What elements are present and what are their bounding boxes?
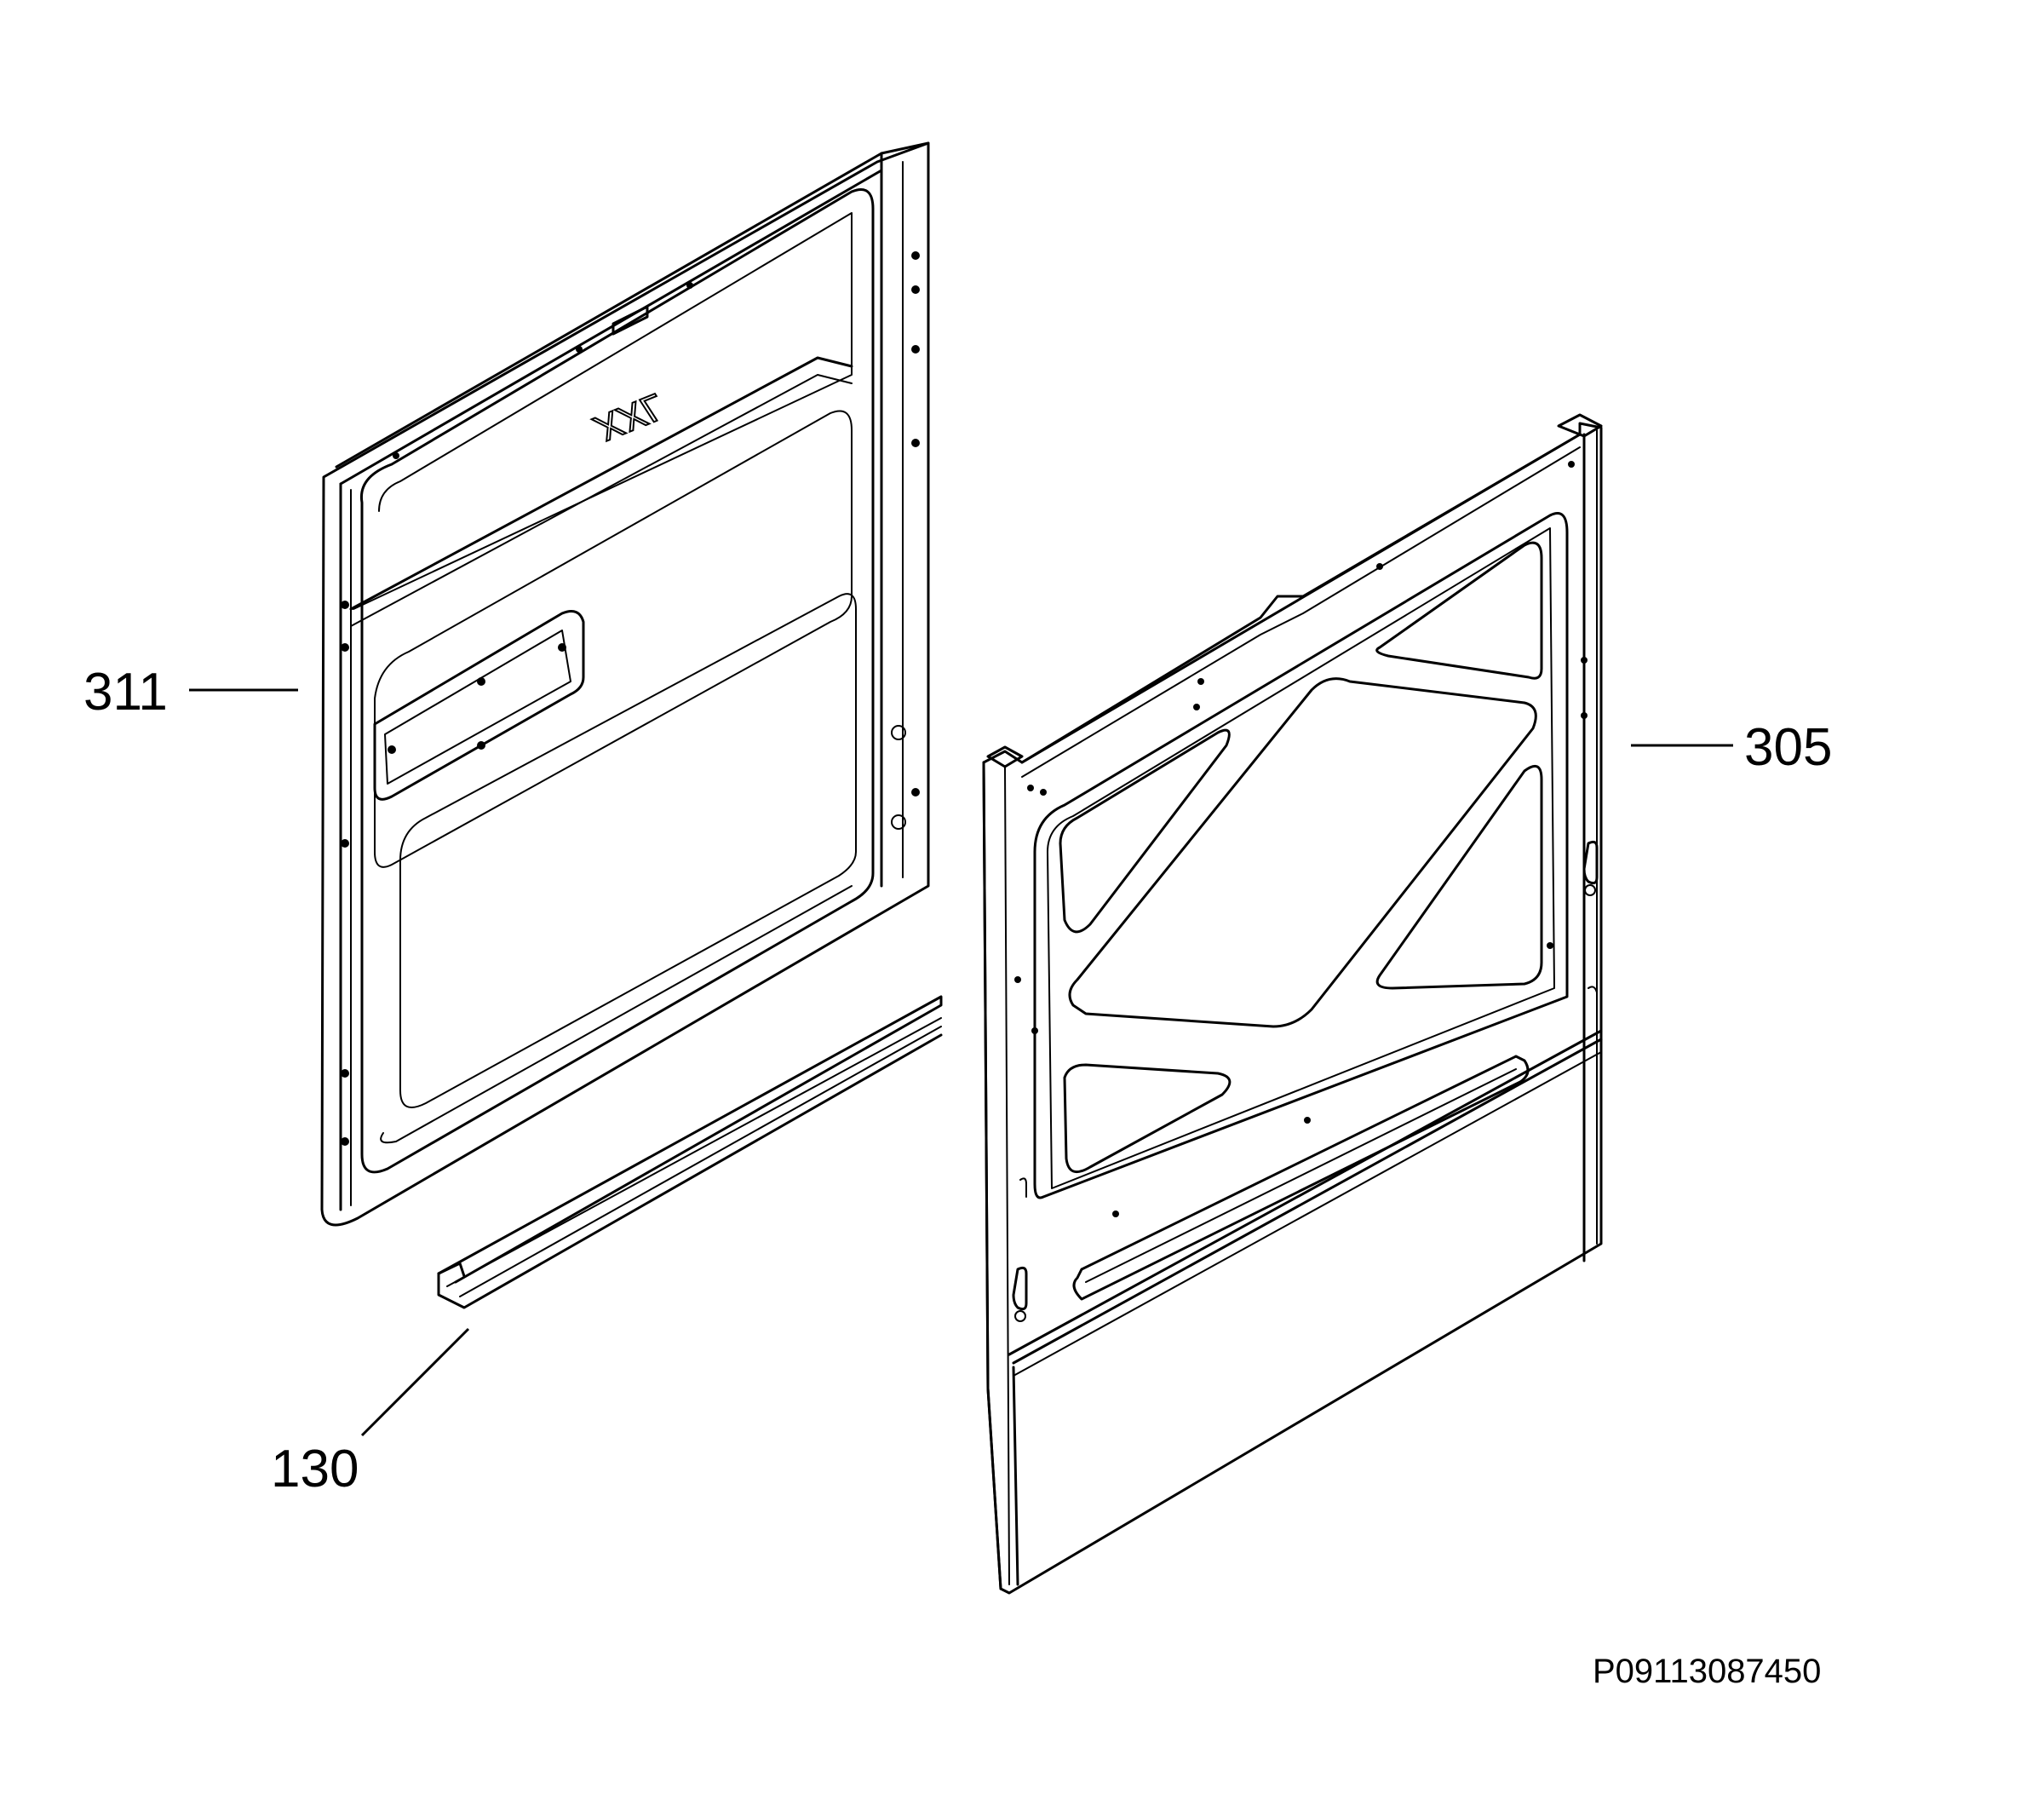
part-label-305: 305 [1744,718,1832,777]
emboss-logo: XXL [589,384,670,450]
door-seal-strip-130 [437,995,943,1309]
part-label-130: 130 [271,1440,359,1498]
inner-door-panel-311: XXL [320,141,930,1227]
part-label-311: 311 [83,663,168,722]
leader-line-130 [360,1327,470,1437]
outer-door-panel-305 [982,413,1603,1595]
drawing-code: P09113087450 [1593,1653,1821,1690]
